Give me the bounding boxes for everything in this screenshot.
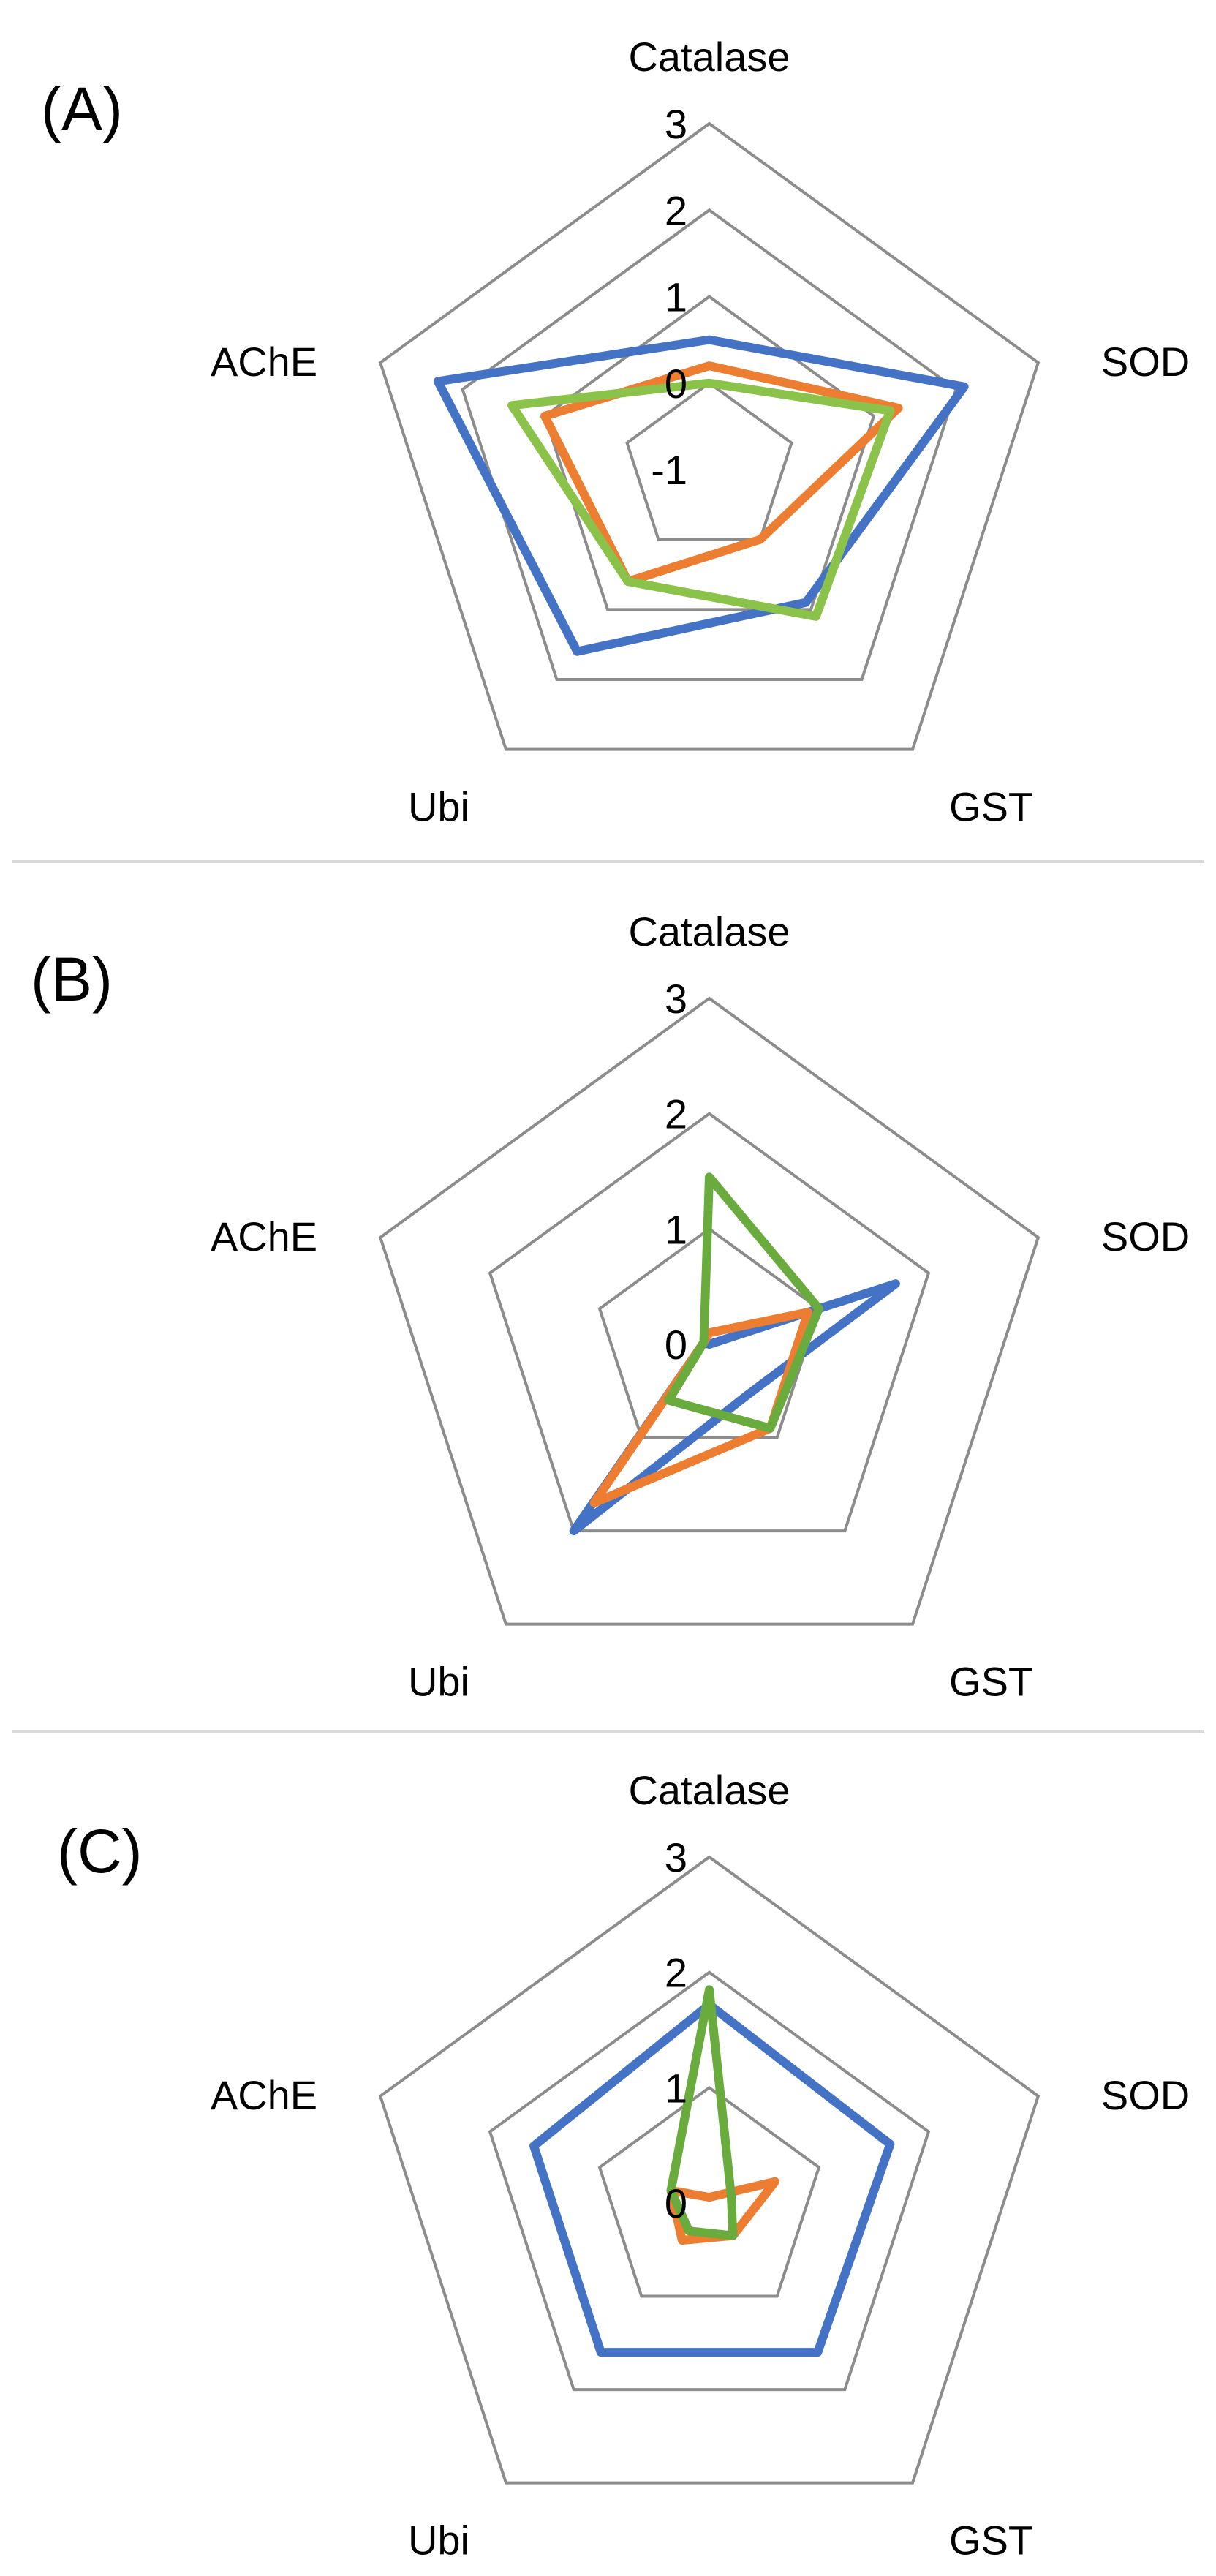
tick-label: 3 xyxy=(665,101,687,147)
grid-ring-3 xyxy=(378,1855,1041,2485)
grid-ring-2 xyxy=(488,1112,931,1533)
tick-label: 3 xyxy=(665,1834,687,1880)
series-polygon-0 xyxy=(529,2000,895,2357)
axis-label: Catalase xyxy=(628,1767,790,1813)
tick-label: 3 xyxy=(665,976,687,1022)
grid-ring-0 xyxy=(625,381,793,541)
tick-label: 1 xyxy=(665,274,687,320)
panel-label: (B) xyxy=(31,945,113,1014)
tick-label: 0 xyxy=(665,1322,687,1368)
tick-label: -1 xyxy=(651,447,687,493)
axis-label: Catalase xyxy=(628,908,790,954)
axis-label: SOD xyxy=(1101,1213,1190,1259)
tick-label: 2 xyxy=(665,1091,687,1137)
axis-label: SOD xyxy=(1101,339,1190,385)
axis-label: GST xyxy=(949,1659,1033,1705)
axis-label: GST xyxy=(949,784,1033,830)
grid-ring-3 xyxy=(378,996,1041,1626)
axis-label: SOD xyxy=(1101,2072,1190,2118)
series-polygon-1 xyxy=(540,361,903,587)
panel-label: (A) xyxy=(41,75,123,143)
tick-label: 1 xyxy=(665,2065,687,2111)
axis-label: Ubi xyxy=(408,784,469,830)
grid-ring-2 xyxy=(461,208,958,681)
tick-label: 2 xyxy=(665,187,687,233)
grid-ring-1 xyxy=(597,2085,821,2298)
grid-ring-3 xyxy=(378,121,1041,751)
panel-label: (C) xyxy=(57,1817,143,1886)
grid-ring-1 xyxy=(597,1227,821,1439)
axis-label: AChE xyxy=(211,1213,317,1259)
series-polygon-2 xyxy=(507,378,895,621)
tick-label: 0 xyxy=(665,2180,687,2226)
tick-label: 0 xyxy=(665,361,687,407)
axis-label: AChE xyxy=(211,2072,317,2118)
grid-ring-2 xyxy=(488,1970,931,2392)
series-polygon-1 xyxy=(666,2177,779,2245)
axis-label: AChE xyxy=(211,339,317,385)
axis-label: GST xyxy=(949,2517,1033,2564)
tick-label: 1 xyxy=(665,1206,687,1252)
axis-label: Ubi xyxy=(408,1659,469,1705)
series-polygon-2 xyxy=(664,1172,823,1433)
tick-label: 2 xyxy=(665,1950,687,1996)
series-polygon-0 xyxy=(433,335,969,656)
axis-label: Ubi xyxy=(408,2517,469,2564)
axis-label: Catalase xyxy=(628,34,790,80)
series-polygon-2 xyxy=(666,1985,738,2240)
